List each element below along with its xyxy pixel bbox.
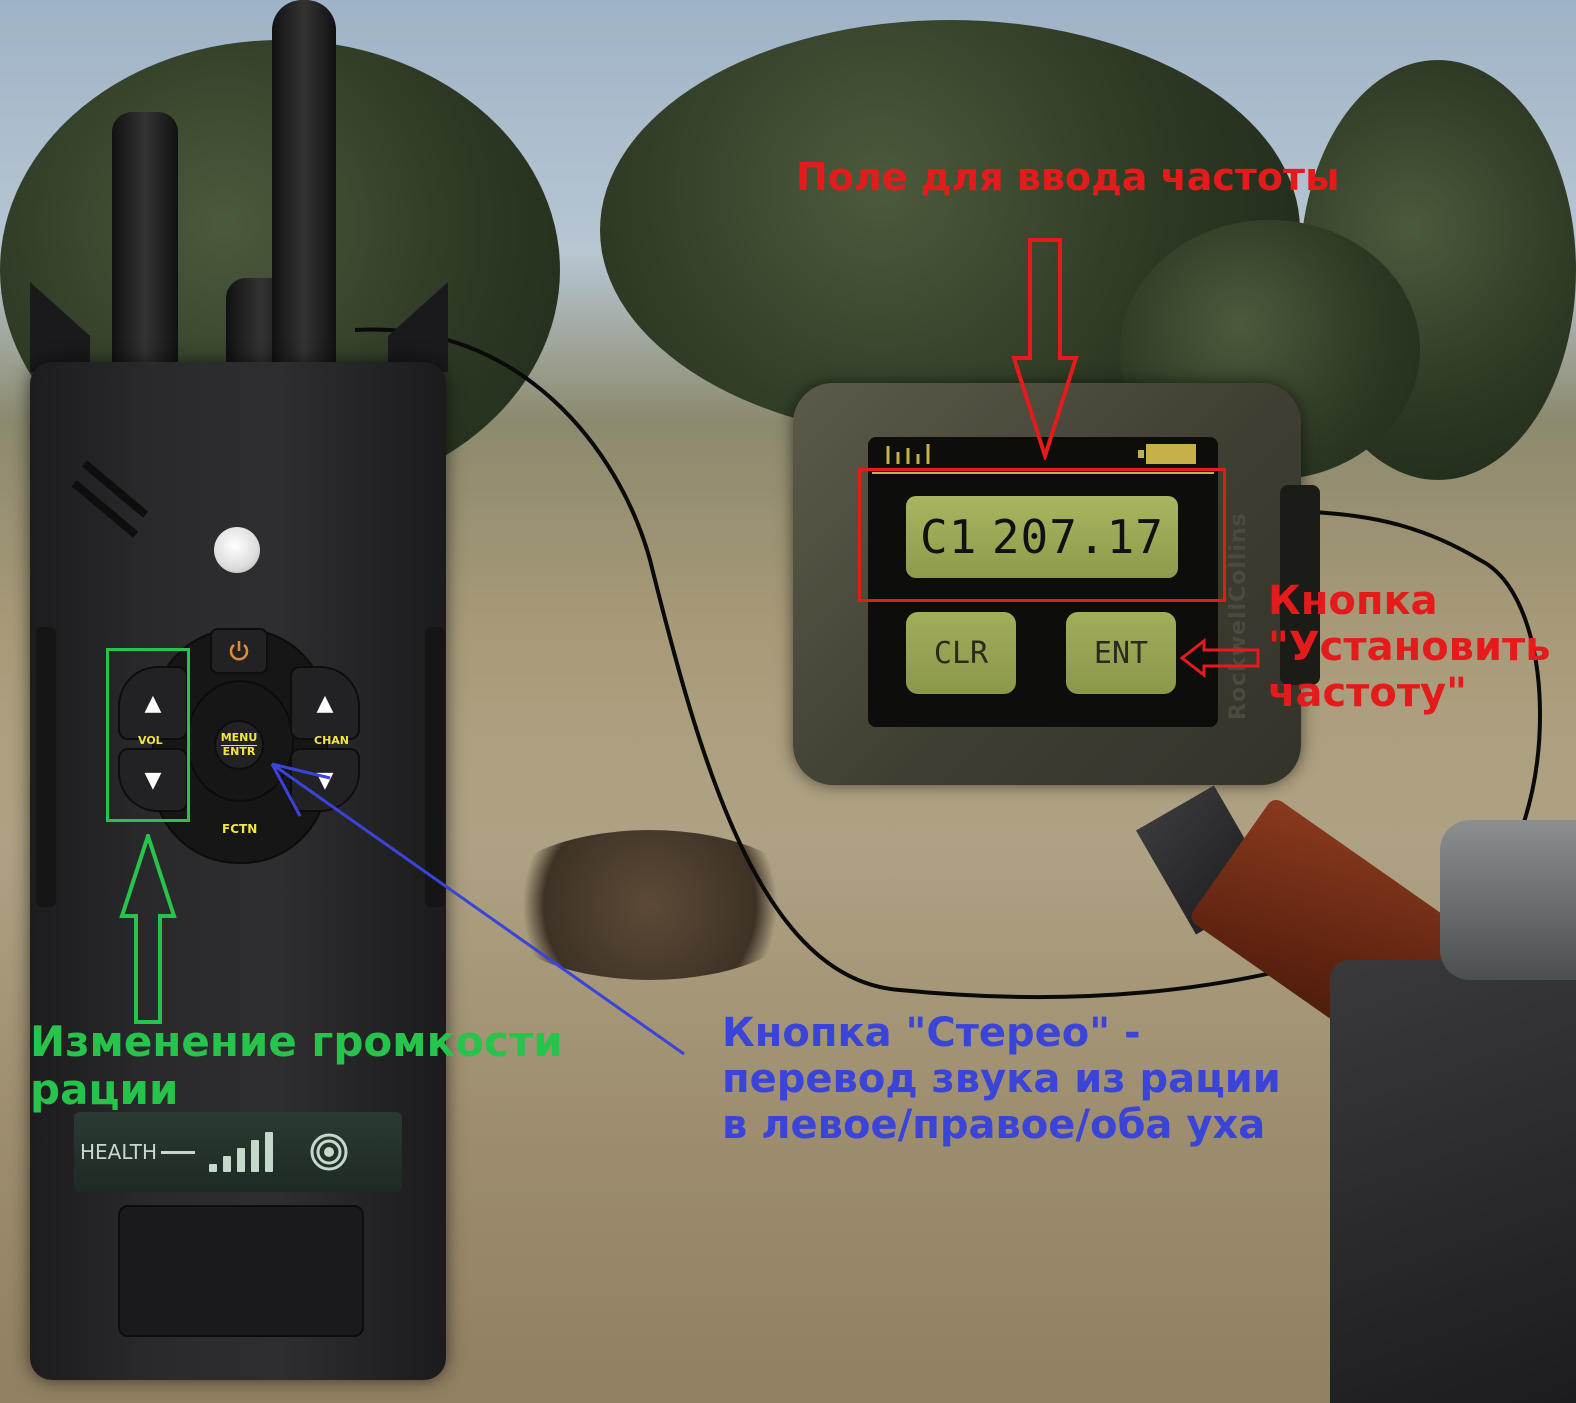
annotation-line: частоту" <box>1268 670 1467 716</box>
chan-label: CHAN <box>314 734 349 747</box>
stereo-arrow-icon <box>270 762 685 1056</box>
health-panel: HEALTH <box>74 1112 402 1192</box>
power-icon <box>229 641 249 661</box>
ent-button[interactable]: ENT <box>1066 612 1176 694</box>
arrow-up-icon <box>119 834 177 1024</box>
brand-label: RockwellCollins <box>1226 512 1251 720</box>
battery-icon <box>1138 444 1196 464</box>
annotation-line: "Установить <box>1268 624 1551 670</box>
annotation-line: Кнопка <box>1268 578 1438 624</box>
frequency-value: 207.17 <box>991 510 1164 564</box>
channel-value: C1 <box>920 510 978 564</box>
handset-connector <box>1280 485 1320 685</box>
antenna <box>272 0 336 368</box>
power-button[interactable] <box>210 628 268 674</box>
rifle-receiver <box>1330 960 1576 1403</box>
annotation-line: рации <box>30 1065 179 1115</box>
arrow-down-icon <box>1011 238 1079 460</box>
antenna <box>112 112 178 367</box>
annotation-line: перевод звука из рации <box>722 1056 1281 1102</box>
menu-entr-button[interactable]: MENU ENTR <box>214 720 264 770</box>
entr-label: ENTR <box>222 744 256 758</box>
center-ring <box>186 680 294 802</box>
annotation-stereo: Кнопка "Стерео" - перевод звука из рации… <box>722 1010 1281 1148</box>
chan-up-button[interactable]: ▲ <box>290 666 360 740</box>
annotation-line: Изменение громкости <box>30 1017 563 1066</box>
chan-up-icon: ▲ <box>316 690 334 716</box>
frequency-display: C1 207.17 <box>906 496 1178 578</box>
arrow-left-icon <box>1180 638 1260 678</box>
volume-highlight-box <box>106 648 190 822</box>
menu-label: MENU <box>220 731 258 746</box>
annotation-line: в левое/правое/оба уха <box>722 1102 1266 1148</box>
vol-up-icon: ▲ <box>144 690 162 716</box>
vol-down-icon: ▼ <box>144 767 162 793</box>
signal-icon <box>886 444 930 464</box>
chan-down-icon: ▼ <box>316 767 334 793</box>
health-label: HEALTH <box>80 1140 158 1164</box>
annotation-set-frequency: Кнопка "Установить частоту" <box>1268 578 1551 716</box>
battery-compartment <box>118 1205 364 1337</box>
radio-side-panel <box>36 627 56 907</box>
target-icon <box>310 1133 348 1171</box>
status-led <box>214 527 260 573</box>
rifle-scope <box>1440 820 1576 980</box>
annotation-volume: Изменение громкости рации <box>30 1017 563 1115</box>
annotation-frequency-field: Поле для ввода частоты <box>796 155 1340 199</box>
frequency-highlight-box <box>858 468 1226 602</box>
clr-button[interactable]: CLR <box>906 612 1016 694</box>
signal-strength-icon <box>209 1132 274 1172</box>
annotation-line: Кнопка "Стерео" - <box>722 1010 1141 1056</box>
health-line <box>161 1150 196 1154</box>
vol-label: VOL <box>138 734 163 747</box>
fctn-label: FCTN <box>222 822 258 836</box>
radio-side-panel <box>425 627 445 907</box>
screen-divider <box>872 472 1214 474</box>
